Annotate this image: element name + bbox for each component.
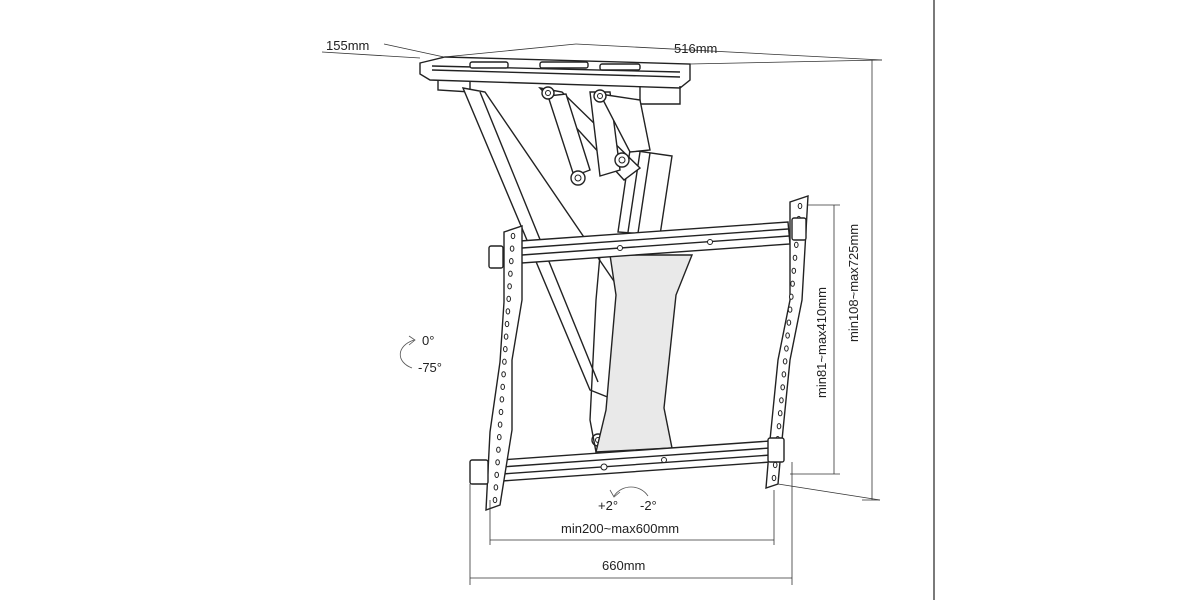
bracket-slot-hole [782,358,788,365]
bracket-slot-hole [495,459,500,466]
bracket-slot-hole [794,241,799,248]
depth-label: 155mm [326,38,369,53]
bracket-slot-hole [493,484,499,491]
swivel-arc-arrow [613,486,649,497]
bracket-slot-hole [787,306,793,313]
bracket-slot-hole [786,319,792,326]
bracket-slot-hole [780,384,786,391]
swivel-right-label: -2° [640,498,657,513]
bracket-slot-hole [772,461,778,469]
dimension-depth: 155mm [321,38,445,59]
vesa-horizontal-label: min200~max600mm [561,521,679,536]
bracket-slot-hole [781,371,787,378]
bracket-slot-hole [797,202,803,210]
bracket-slot-hole [509,258,514,265]
dimension-overall-width: 660mm [469,462,793,585]
overall-width-label: 660mm [602,558,645,573]
bracket-slot-hole [506,295,512,302]
bracket-slot-hole [789,293,794,300]
center-panel-edge [589,254,601,453]
bracket-slot-hole [510,232,516,240]
bracket-slot-hole [503,346,508,353]
bracket-slot-hole [504,320,510,328]
bracket-slot-hole [790,280,795,287]
left-vertical-bracket [469,225,523,512]
bracket-slot-hole [776,423,782,430]
width-top-label: 516mm [674,41,717,56]
bracket-slot-hole [492,496,498,504]
bracket-slot-hole [496,446,501,453]
dimension-vesa-horizontal: min200~max600mm [489,490,775,545]
bracket-slot-hole [771,474,777,482]
bracket-slot-hole [498,408,504,416]
bracket-slot-hole [779,397,784,404]
bracket-slot-hole [785,332,790,339]
bracket-slot-hole [503,333,509,340]
tilt-bottom-label: -75° [418,360,442,375]
bracket-slot-hole [502,358,507,365]
bracket-slot-hole [499,396,505,403]
height-range-label: min108~max725mm [846,224,861,342]
bracket-slot-hole [508,270,513,277]
bracket-slot-hole [784,345,789,352]
bracket-slot-hole [507,283,512,290]
bracket-slot-hole [792,254,798,261]
bracket-slot-hole [497,434,502,441]
tilt-arc-arrow [399,339,415,369]
swivel-indicator: +2° -2° [598,486,657,513]
bracket-slot-hole [505,308,511,315]
bracket-slot-hole [509,245,515,252]
dimension-width-top: 516mm [443,41,883,65]
dimension-vesa-vertical: min81~max410mm [790,204,840,475]
bracket-slot-hole [497,421,503,428]
bracket-slot-hole [494,471,500,478]
vesa-vertical-label: min81~max410mm [814,287,829,398]
bracket-slot-hole [791,267,797,274]
ceiling-plate [419,56,691,105]
swivel-left-label: +2° [598,498,618,513]
tilt-indicator: 0° -75° [399,333,442,375]
bracket-slot-hole [501,371,506,378]
bracket-slot-hole [777,410,783,417]
tilt-top-label: 0° [422,333,434,348]
dimension-height: min108~max725mm [777,60,881,501]
bracket-slot-hole [500,383,506,390]
